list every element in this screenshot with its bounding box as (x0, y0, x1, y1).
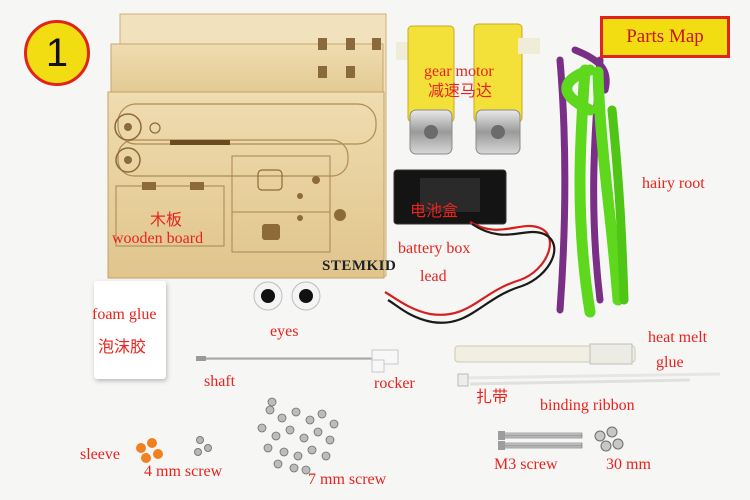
foam-glue-block (94, 281, 166, 379)
parts-map-title: Parts Map (600, 16, 730, 58)
rocker (371, 349, 399, 373)
label-gear-motor: gear motor (424, 63, 494, 80)
label-lead: lead (420, 268, 447, 285)
label-binding-ribbon: binding ribbon (540, 397, 635, 414)
label-gear-motor-cn: 减速马达 (428, 83, 493, 100)
nuts (594, 426, 624, 452)
label-foam-glue: foam glue (92, 306, 157, 323)
pipe-cleaners (556, 46, 629, 318)
gear-motors (396, 23, 540, 155)
label-battery-cn: 电池盒 (410, 203, 459, 220)
cable-ties (457, 372, 721, 387)
label-hairy-root: hairy root (642, 175, 705, 192)
label-tie-cn: 扎带 (476, 389, 509, 406)
label-foam-glue-cn: 泡沫胶 (98, 339, 147, 356)
small-screws (194, 436, 212, 456)
screw-pile (257, 397, 339, 475)
watermark-text: STEMKID (322, 258, 397, 274)
m3-screws (498, 431, 583, 450)
label-shaft: shaft (204, 373, 236, 390)
label-7mm-screw: 7 mm screw (308, 471, 387, 488)
glue-stick (454, 343, 636, 365)
label-m3-screw: M3 screw (494, 456, 558, 473)
step-number-badge: 1 (24, 20, 90, 86)
label-4mm-screw: 4 mm screw (144, 463, 223, 480)
label-eyes: eyes (270, 323, 299, 340)
googly-eyes (253, 281, 321, 311)
label-sleeve: sleeve (80, 446, 120, 463)
label-rocker: rocker (374, 375, 415, 392)
sleeves (136, 438, 163, 463)
label-30mm: 30 mm (606, 456, 651, 473)
label-heat-melt-glue: glue (656, 354, 684, 371)
wooden-board-stack (107, 13, 387, 279)
label-wooden-board: wooden board (112, 230, 204, 247)
label-wood-cn: 木板 (150, 212, 183, 229)
label-battery-box: battery box (398, 240, 471, 257)
shaft (196, 356, 376, 361)
battery-box (384, 169, 556, 324)
label-heat-melt: heat melt (648, 329, 708, 346)
